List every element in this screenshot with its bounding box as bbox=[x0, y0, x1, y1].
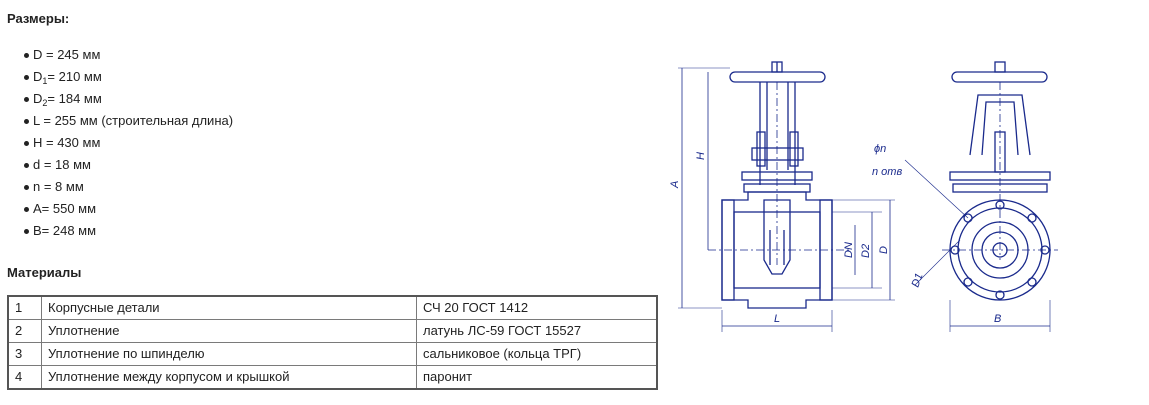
part-name: Корпусные детали bbox=[41, 295, 417, 320]
materials-table: 1 Корпусные детали СЧ 20 ГОСТ 1412 2 Упл… bbox=[7, 295, 658, 390]
table-row: 4 Уплотнение между корпусом и крышкой па… bbox=[7, 365, 658, 390]
side-handwheel bbox=[951, 71, 1048, 83]
label-D2: D2 bbox=[860, 244, 872, 258]
dimension-item: D2= 184 мм bbox=[18, 90, 233, 112]
dimension-item: H = 430 мм bbox=[18, 134, 233, 156]
handwheel bbox=[729, 71, 826, 83]
table-row: 2 Уплотнение латунь ЛС-59 ГОСТ 15527 bbox=[7, 319, 658, 343]
dimensions-heading: Размеры: bbox=[7, 11, 70, 26]
label-D: D bbox=[878, 246, 890, 254]
row-number: 2 bbox=[7, 319, 42, 343]
label-A: A bbox=[669, 181, 681, 189]
table-row: 3 Уплотнение по шпинделю сальниковое (ко… bbox=[7, 342, 658, 366]
dimension-item: L = 255 мм (строительная длина) bbox=[18, 112, 233, 134]
label-H: H bbox=[695, 152, 707, 160]
row-number: 3 bbox=[7, 342, 42, 366]
label-L: L bbox=[774, 313, 780, 325]
part-name: Уплотнение bbox=[41, 319, 417, 343]
dimension-item: d = 18 мм bbox=[18, 156, 233, 178]
part-name: Уплотнение между корпусом и крышкой bbox=[41, 365, 417, 390]
row-number: 1 bbox=[7, 295, 42, 320]
valve-technical-drawing: A H L DN D2 D D1 ϕn n отв B bbox=[669, 61, 1058, 332]
material-name: латунь ЛС-59 ГОСТ 15527 bbox=[416, 319, 658, 343]
dimension-item: B= 248 мм bbox=[18, 222, 233, 244]
material-name: паронит bbox=[416, 365, 658, 390]
dimension-item: n = 8 мм bbox=[18, 178, 233, 200]
label-DN: DN bbox=[843, 242, 855, 258]
label-n-otv: n отв bbox=[872, 166, 902, 178]
materials-heading: Материалы bbox=[7, 265, 82, 280]
dimension-item: A= 550 мм bbox=[18, 200, 233, 222]
material-name: сальниковое (кольца ТРГ) bbox=[416, 342, 658, 366]
label-phi-n: ϕn bbox=[874, 143, 886, 155]
label-B: B bbox=[994, 313, 1001, 325]
table-row: 1 Корпусные детали СЧ 20 ГОСТ 1412 bbox=[7, 295, 658, 320]
dimension-item: D = 245 мм bbox=[18, 46, 233, 68]
dimension-item: D1= 210 мм bbox=[18, 68, 233, 90]
label-D1: D1 bbox=[910, 272, 926, 289]
row-number: 4 bbox=[7, 365, 42, 390]
part-name: Уплотнение по шпинделю bbox=[41, 342, 417, 366]
material-name: СЧ 20 ГОСТ 1412 bbox=[416, 295, 658, 320]
dimensions-list: D = 245 мм D1= 210 мм D2= 184 мм L = 255… bbox=[18, 46, 233, 244]
